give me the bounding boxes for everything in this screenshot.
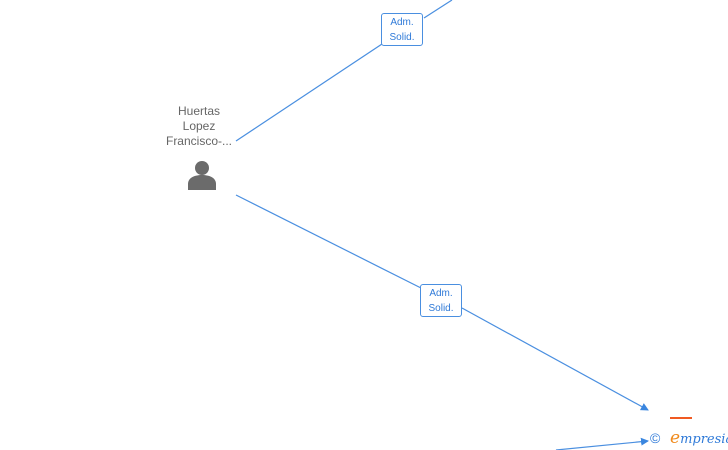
edge-line-bottom [555, 437, 649, 450]
empresia-logo: empresia [670, 429, 728, 449]
edge-label-line-2: Solid. [428, 303, 454, 314]
copyright-icon: © [650, 430, 661, 446]
edge-line-top-lower [235, 43, 383, 142]
edge-line-top-upper [423, 0, 453, 19]
edge-label-line-1: Adm. [429, 288, 453, 299]
brand-rest: mpresia [680, 432, 728, 447]
edge-label-line-2: Solid. [389, 32, 415, 43]
edge-line-mid-upper [235, 194, 422, 289]
person-name-line-3: Francisco-... [165, 134, 232, 148]
edge-label-adm-solid-middle[interactable]: Adm. Solid. [420, 284, 462, 317]
edge-label-adm-solid-top[interactable]: Adm. Solid. [381, 13, 423, 46]
person-name-line-1: Huertas [177, 104, 221, 118]
edge-line-mid-lower [461, 307, 649, 411]
company-node-marker [670, 417, 692, 419]
person-icon[interactable] [186, 160, 218, 190]
person-name[interactable]: Huertas Lopez Francisco-... [148, 104, 250, 149]
edge-label-line-1: Adm. [390, 17, 414, 28]
brand-initial: e [670, 428, 681, 448]
person-name-line-2: Lopez [182, 119, 216, 133]
